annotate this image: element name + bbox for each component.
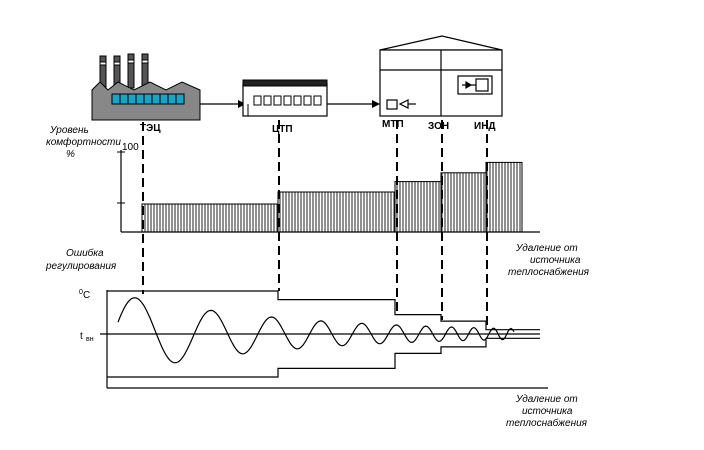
power-plant-icon <box>91 53 201 121</box>
comfort-axis-label-line2: комфортности <box>46 136 121 148</box>
error-axis-label-line2: регулирования <box>45 261 117 272</box>
error-lower-band <box>107 337 540 378</box>
stage-guide-lines <box>142 120 488 325</box>
t-in-label: t <box>80 331 83 342</box>
building-icon <box>379 35 503 117</box>
label-tec: ТЭЦ <box>140 123 161 134</box>
distance-axis-bottom-line1: Удаление от <box>515 394 578 405</box>
label-zon: ЗОН <box>428 121 449 132</box>
t-in-subscript: вн <box>86 336 94 343</box>
distance-axis-bottom-line2: источника <box>522 406 573 417</box>
comfort-max-label: 100 <box>122 142 139 153</box>
comfort-bar <box>440 172 487 233</box>
arrow-right-icon <box>372 100 380 108</box>
ctp-substation-icon <box>242 79 328 117</box>
comfort-bar <box>485 161 523 233</box>
error-bands <box>107 290 540 378</box>
arrow-right-icon <box>238 100 246 108</box>
comfort-bars <box>141 161 523 233</box>
temperature-oscillation-curve <box>117 297 515 364</box>
comfort-axis-label-line3: % <box>66 149 75 160</box>
comfort-bar <box>394 181 442 233</box>
error-axis-label-line1: Ошибка <box>66 247 104 259</box>
temp-unit-degree: 0 <box>79 289 83 296</box>
distance-axis-top-line3: теплоснабжения <box>508 266 590 278</box>
error-upper-band <box>107 290 540 331</box>
label-ctp: ЦТП <box>272 124 293 135</box>
label-ind: ИНД <box>474 121 496 132</box>
distance-axis-top-line2: источника <box>530 255 581 266</box>
comfort-bar <box>141 203 279 233</box>
distance-axis-top-line1: Удаление от <box>515 243 578 254</box>
label-mtp: МТП <box>382 119 404 130</box>
distance-axis-bottom-line3: теплоснабжения <box>506 417 588 429</box>
temp-unit-label: С <box>83 290 90 301</box>
comfort-bar <box>277 191 396 233</box>
comfort-axis-label-line1: Уровень <box>49 125 89 136</box>
